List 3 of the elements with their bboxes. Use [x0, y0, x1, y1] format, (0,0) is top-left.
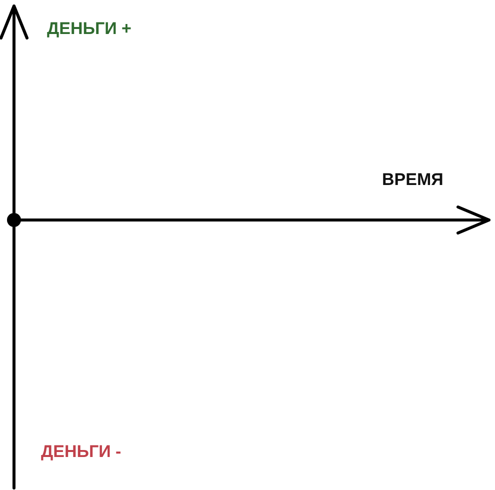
axis-label: ДЕНЬГИ -	[41, 442, 122, 462]
axis-label: ДЕНЬГИ +	[47, 19, 132, 39]
axis-label: ВРЕМЯ	[382, 170, 444, 190]
